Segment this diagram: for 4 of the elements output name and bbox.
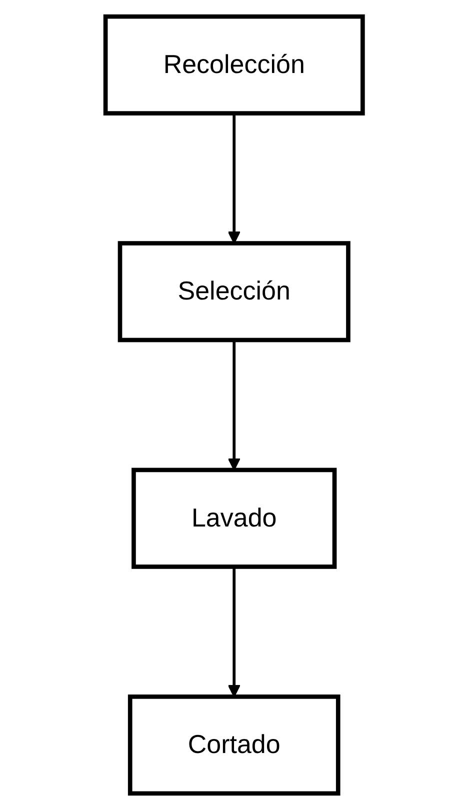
node-box: Selección [118, 240, 351, 342]
node-box: Cortado [128, 694, 341, 796]
node-box: Recolección [104, 14, 366, 115]
node-box: Lavado [132, 467, 338, 568]
